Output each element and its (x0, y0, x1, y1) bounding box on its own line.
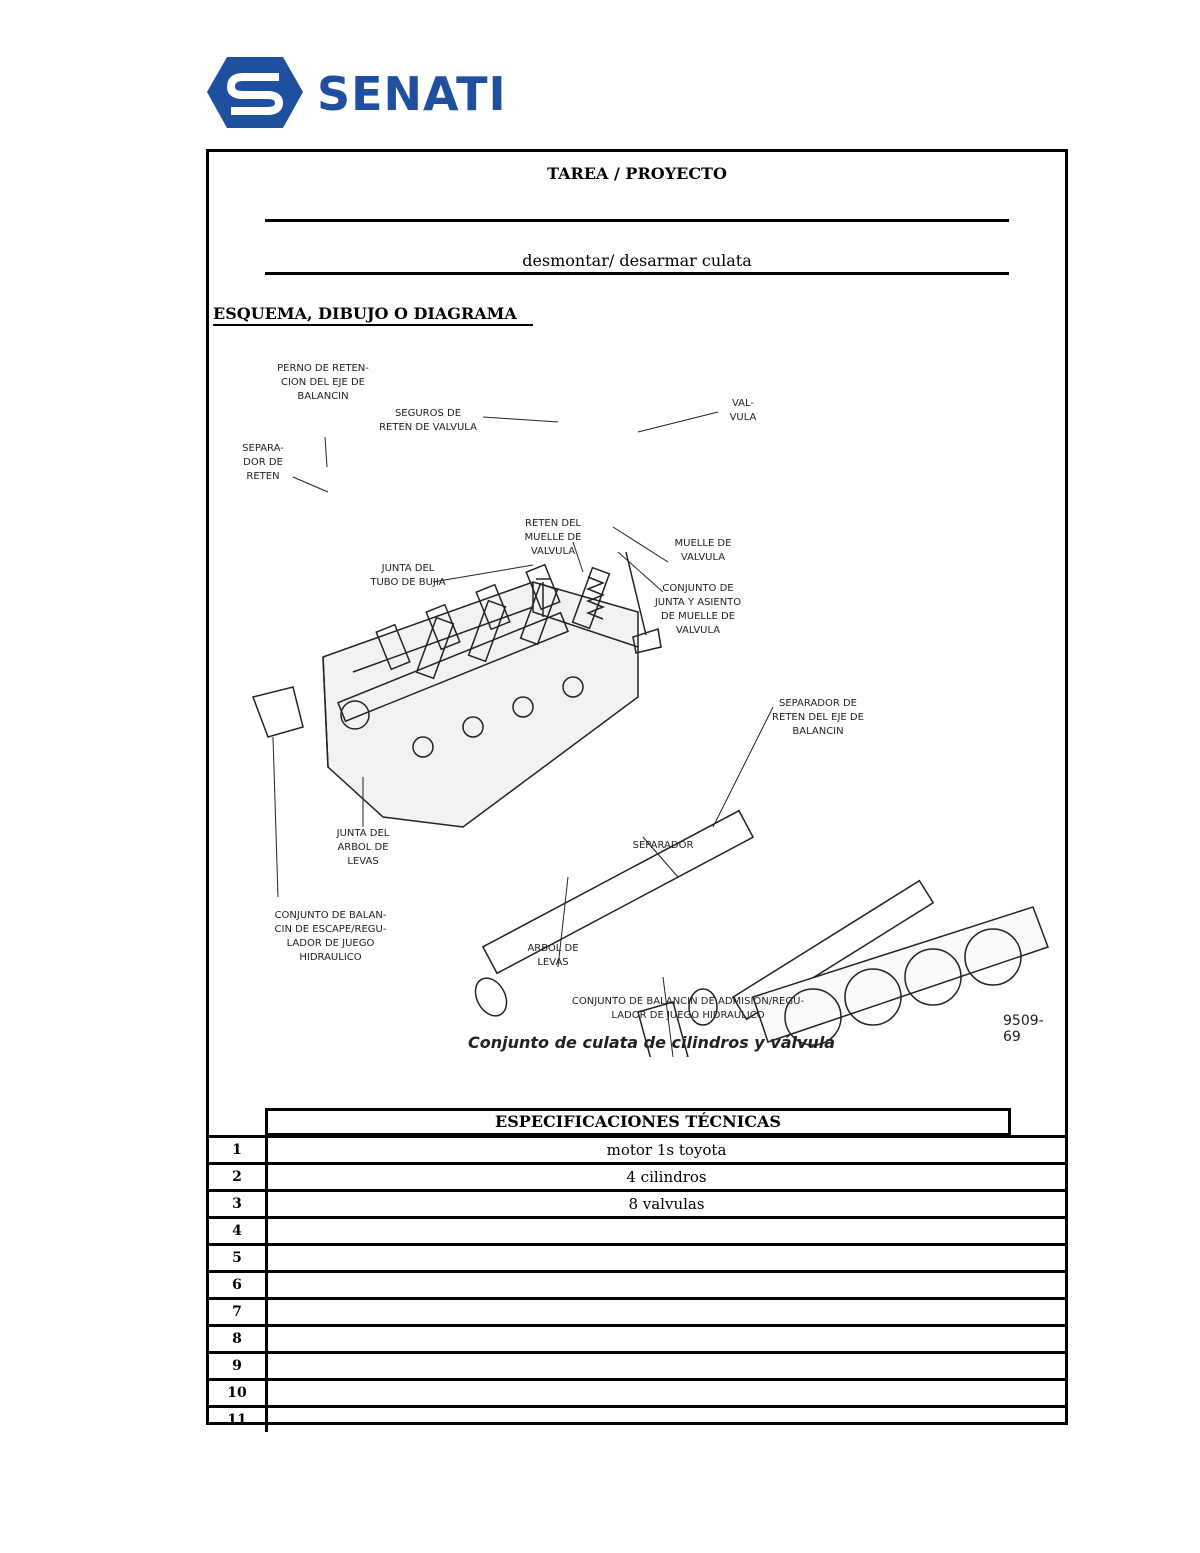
diagram-label: RETEN DEL MUELLE DE VALVULA (524, 518, 582, 557)
row-number: 4 (209, 1219, 268, 1243)
diagram-label: SEPARADOR DE RETEN DEL EJE DE BALANCIN (772, 698, 864, 737)
diagram-label: SEGUROS DE RETEN DE VALVULA (379, 408, 477, 433)
exploded-view-drawing (252, 411, 1049, 1068)
table-row: 1 motor 1s toyota (209, 1135, 1065, 1162)
table-row: 4 (209, 1216, 1065, 1243)
table-row: 7 (209, 1297, 1065, 1324)
row-value (268, 1381, 1065, 1405)
row-value (268, 1354, 1065, 1378)
row-number: 9 (209, 1354, 268, 1378)
row-number: 1 (209, 1138, 268, 1162)
diagram-label: SEPARA- DOR DE RETEN (242, 443, 284, 482)
cylinder-head-diagram: PERNO DE RETEN- CION DEL EJE DE BALANCIN… (233, 357, 1049, 1068)
row-value (268, 1219, 1065, 1243)
senati-emblem-icon (207, 57, 303, 128)
sheet-title: TAREA / PROYECTO (547, 164, 727, 183)
table-row: 6 (209, 1270, 1065, 1297)
row-number: 5 (209, 1246, 268, 1270)
diagram-label: CONJUNTO DE BALAN- CIN DE ESCAPE/REGU- L… (274, 910, 387, 963)
specs-table: 1 motor 1s toyota 2 4 cilindros 3 8 valv… (209, 1135, 1065, 1432)
diagram-label: PERNO DE RETEN- CION DEL EJE DE BALANCIN (277, 363, 369, 402)
diagram-code: 9509-69 (1003, 1013, 1044, 1045)
specs-title: ESPECIFICACIONES TÉCNICAS (265, 1108, 1011, 1136)
diagram-label: CONJUNTO DE JUNTA Y ASIENTO DE MUELLE DE… (654, 583, 742, 636)
diagram-label: ARBOL DE LEVAS (527, 943, 579, 968)
diagram-label: JUNTA DEL TUBO DE BUJIA (370, 563, 446, 588)
diagram-label: VAL- VULA (729, 398, 757, 423)
diagram-label: CONJUNTO DE BALANCIN DE ADMISION/REGU- L… (571, 996, 805, 1021)
row-value (268, 1246, 1065, 1270)
row-number: 6 (209, 1273, 268, 1297)
table-row: 11 (209, 1405, 1065, 1432)
row-number: 11 (209, 1408, 268, 1432)
row-number: 8 (209, 1327, 268, 1351)
row-number: 10 (209, 1381, 268, 1405)
table-row: 3 8 valvulas (209, 1189, 1065, 1216)
divider-line (265, 219, 1009, 222)
row-value (268, 1300, 1065, 1324)
table-row: 10 (209, 1378, 1065, 1405)
table-row: 9 (209, 1351, 1065, 1378)
task-sheet: TAREA / PROYECTO desmontar/ desarmar cul… (206, 149, 1068, 1432)
logo-wordmark: SENATI (317, 67, 507, 121)
table-row: 2 4 cilindros (209, 1162, 1065, 1189)
table-row: 8 (209, 1324, 1065, 1351)
row-number: 3 (209, 1192, 268, 1216)
row-value: motor 1s toyota (606, 1141, 727, 1159)
row-number: 2 (209, 1165, 268, 1189)
section-title: ESQUEMA, DIBUJO O DIAGRAMA (213, 304, 533, 326)
divider-line (265, 272, 1009, 275)
senati-logo: SENATI (205, 55, 507, 130)
diagram-label: MUELLE DE VALVULA (674, 538, 732, 563)
diagram-label: SEPARADOR (632, 840, 694, 851)
row-number: 7 (209, 1300, 268, 1324)
row-value (268, 1273, 1065, 1297)
diagram-caption: Conjunto de culata de cilindros y válvul… (468, 1033, 836, 1052)
row-value (268, 1327, 1065, 1351)
table-row: 5 (209, 1243, 1065, 1270)
row-value: 4 cilindros (626, 1168, 707, 1186)
diagram-label: JUNTA DEL ARBOL DE LEVAS (336, 828, 390, 867)
row-value: 8 valvulas (628, 1195, 705, 1213)
row-value (268, 1408, 1065, 1432)
task-subject: desmontar/ desarmar culata (522, 251, 752, 270)
